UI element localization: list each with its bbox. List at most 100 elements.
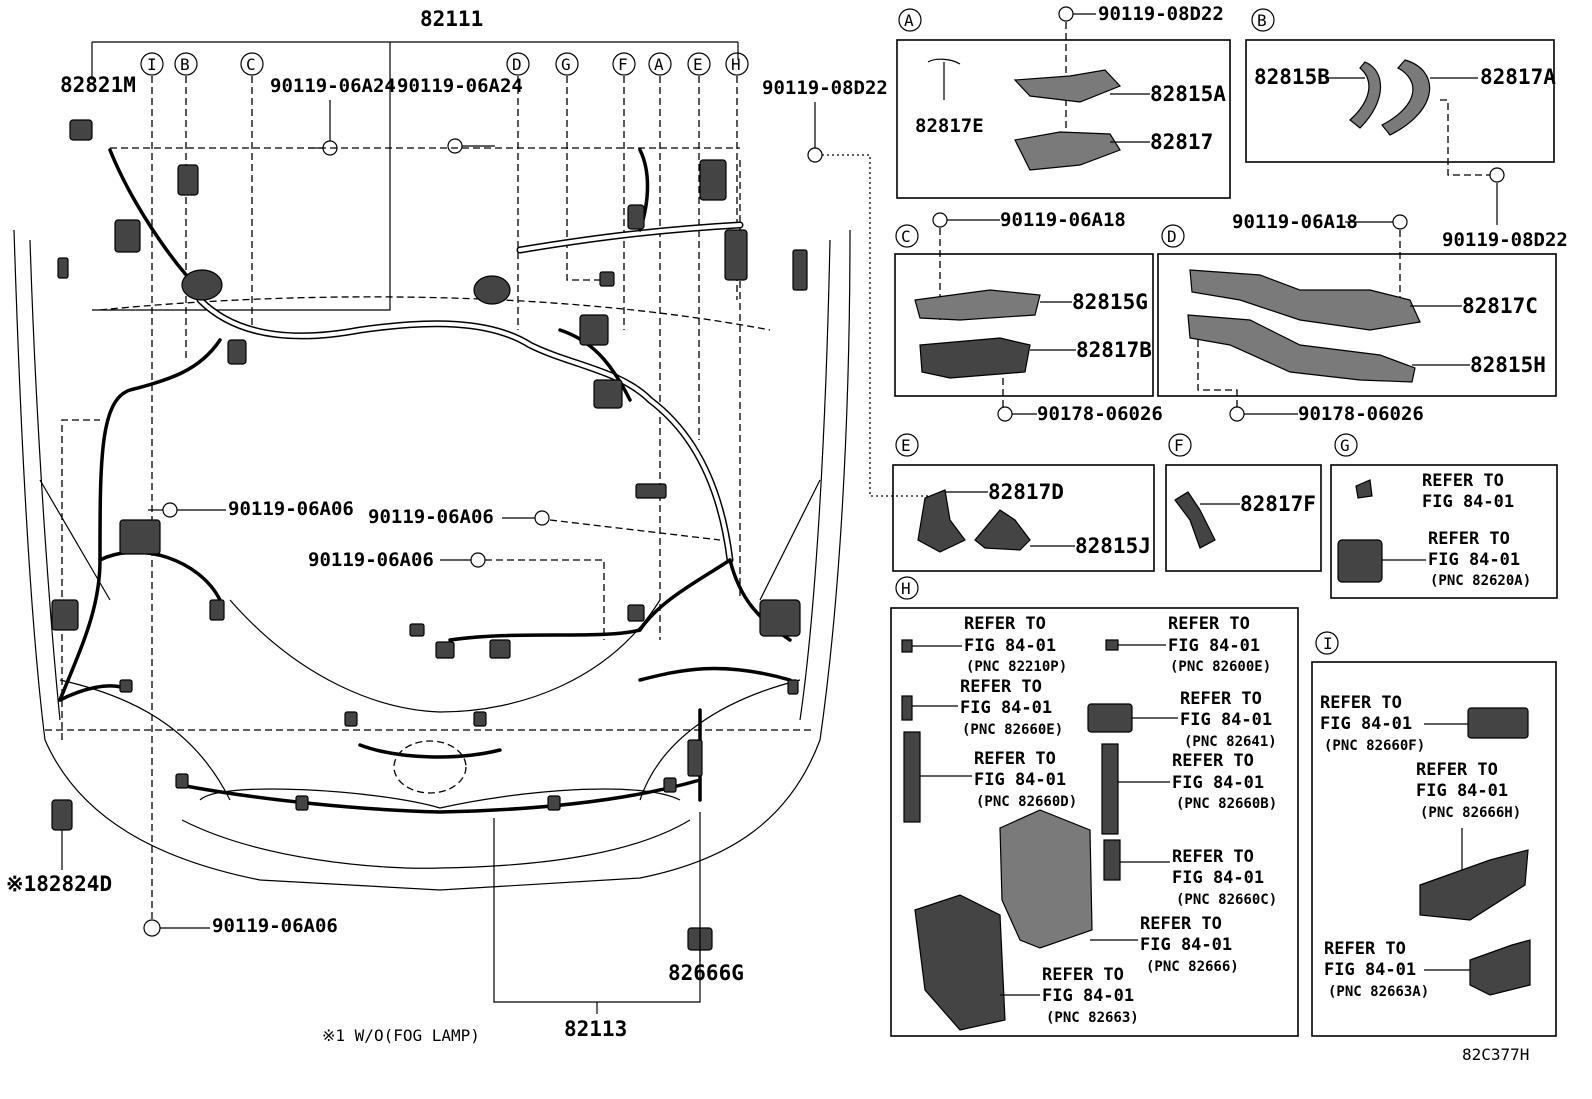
H-ref9-pnc: (PNC 82663) (1046, 1010, 1139, 1026)
H-ref9-line2[interactable]: FIG 84-01 (1042, 986, 1134, 1006)
H-ref7-line2[interactable]: FIG 84-01 (1172, 868, 1264, 888)
G-ref1-line2[interactable]: FIG 84-01 (1422, 492, 1514, 512)
bolt-icon[interactable] (447, 138, 495, 154)
label-B-bolt[interactable]: 90119-08D22 (1442, 229, 1568, 251)
I-ref1-line2[interactable]: FIG 84-01 (1320, 714, 1412, 734)
callout-G[interactable]: G (555, 52, 579, 76)
G-ref1-line1: REFER TO (1422, 471, 1504, 491)
label-C-bolt[interactable]: 90119-06A18 (1000, 209, 1126, 231)
svg-text:G: G (561, 55, 571, 74)
label-bolt-06A06-bottom[interactable]: 90119-06A06 (212, 915, 338, 937)
label-82817F[interactable]: 82817F (1240, 492, 1316, 516)
bracket-82817D-icon (917, 489, 966, 553)
callout-leaders (61, 76, 741, 920)
clip-82817F-icon (1174, 491, 1216, 549)
callout-B[interactable]: B (174, 52, 198, 76)
part-number-82111[interactable]: 82111 (420, 7, 483, 31)
label-82817D[interactable]: 82817D (988, 480, 1064, 504)
label-C-nut[interactable]: 90178-06026 (1037, 403, 1163, 425)
panel-D-frame (1157, 253, 1557, 397)
label-82113[interactable]: 82113 (564, 1017, 627, 1041)
label-82821M[interactable]: 82821M (60, 73, 136, 97)
H-ref2-line2[interactable]: FIG 84-01 (1168, 636, 1260, 656)
label-82817C[interactable]: 82817C (1462, 294, 1538, 318)
H-ref7-line1: REFER TO (1172, 847, 1254, 867)
G-ref2-line1: REFER TO (1428, 529, 1510, 549)
connector-82821M-icon[interactable] (69, 119, 93, 141)
label-82815G[interactable]: 82815G (1072, 290, 1148, 314)
label-82815A[interactable]: 82815A (1150, 82, 1226, 106)
H-ref1-line2[interactable]: FIG 84-01 (964, 636, 1056, 656)
bracket-82817-icon (1014, 131, 1121, 171)
bolt-icon[interactable] (534, 510, 550, 526)
I-ref2-line2[interactable]: FIG 84-01 (1416, 781, 1508, 801)
bolt-icon[interactable] (1345, 214, 1408, 300)
bracket-82815H-icon (1187, 314, 1416, 383)
callout-H[interactable]: H (725, 52, 749, 76)
label-bolt-08D22-main[interactable]: 90119-08D22 (762, 77, 888, 99)
H-ref3-line1: REFER TO (960, 677, 1042, 697)
callout-F[interactable]: F (612, 52, 636, 76)
label-bolt-06A24-center[interactable]: 90119-06A24 (397, 75, 523, 97)
H-ref5-line2[interactable]: FIG 84-01 (974, 770, 1066, 790)
G-ref2-line2[interactable]: FIG 84-01 (1428, 550, 1520, 570)
panel-H: H REFER TO FIG 84-01 (PNC 82210P) REFER … (890, 576, 1299, 1037)
callout-circles: I B C D G F A E H (140, 52, 749, 76)
callout-C[interactable]: C (240, 52, 264, 76)
nut-icon[interactable] (997, 406, 1037, 422)
grommet-center-icon (473, 275, 511, 305)
bracket-82815B-icon (1349, 61, 1382, 129)
label-82817[interactable]: 82817 (1150, 130, 1213, 154)
I-ref3-line2[interactable]: FIG 84-01 (1324, 960, 1416, 980)
B-dash-leader (1440, 99, 1490, 176)
label-82666G[interactable]: 82666G (668, 961, 744, 985)
I-ref3-pnc: (PNC 82663A) (1328, 984, 1429, 1000)
label-A-bolt[interactable]: 90119-08D22 (1098, 3, 1224, 25)
main-harness-view: 82111 I B C D G F A E H (6, 7, 938, 1045)
label-bolt-06A06-left[interactable]: 90119-06A06 (228, 498, 354, 520)
label-82824D[interactable]: ※182824D (6, 872, 112, 896)
bolt-icon[interactable] (1489, 167, 1505, 225)
callout-A[interactable]: A (648, 52, 672, 76)
label-82815H[interactable]: 82815H (1470, 353, 1546, 377)
bolt-icon[interactable] (1058, 6, 1096, 130)
bolt-icon[interactable] (932, 212, 1000, 320)
H-ref4-line2[interactable]: FIG 84-01 (1180, 710, 1272, 730)
label-D-nut[interactable]: 90178-06026 (1298, 403, 1424, 425)
panel-G-letter: G (1340, 436, 1350, 455)
relay-icon (901, 695, 913, 721)
H-ref3-line2[interactable]: FIG 84-01 (960, 698, 1052, 718)
svg-text:F: F (618, 55, 628, 74)
G-ref2-pnc: (PNC 82620A) (1430, 573, 1531, 589)
bolt-icon[interactable] (143, 919, 161, 937)
fuse-icon (1105, 639, 1119, 651)
bracket-82113 (493, 812, 701, 1014)
label-82817A[interactable]: 82817A (1480, 65, 1556, 89)
H-ref4-pnc: (PNC 82641) (1184, 734, 1277, 750)
label-82817B[interactable]: 82817B (1076, 338, 1152, 362)
nut-icon[interactable] (1229, 406, 1298, 422)
callout-E[interactable]: E (687, 52, 711, 76)
H-ref6-line2[interactable]: FIG 84-01 (1172, 773, 1264, 793)
H-ref8-line2[interactable]: FIG 84-01 (1140, 935, 1232, 955)
module-82641-icon (1087, 703, 1133, 733)
H-ref3-pnc: (PNC 82660E) (962, 722, 1063, 738)
relay-strip-icon (1101, 743, 1119, 835)
label-bolt-06A06-lower[interactable]: 90119-06A06 (308, 549, 434, 571)
callout-D[interactable]: D (506, 52, 530, 76)
bolt-icon[interactable] (470, 552, 605, 640)
label-82815J[interactable]: 82815J (1075, 534, 1151, 558)
label-D-bolt[interactable]: 90119-06A18 (1232, 211, 1358, 233)
label-82817E[interactable]: 82817E (915, 115, 984, 137)
label-bolt-06A24-left[interactable]: 90119-06A24 (270, 75, 396, 97)
bracket-82666H-icon (1419, 849, 1529, 921)
dashed-link-mid (549, 519, 721, 541)
grommet-left-icon (181, 269, 223, 301)
label-82815B[interactable]: 82815B (1254, 65, 1330, 89)
callout-I[interactable]: I (140, 52, 164, 76)
H-ref9-line1: REFER TO (1042, 965, 1124, 985)
main-bolts (143, 138, 938, 937)
label-bolt-06A06-center[interactable]: 90119-06A06 (368, 506, 494, 528)
connector-82824D-icon[interactable] (51, 799, 73, 831)
